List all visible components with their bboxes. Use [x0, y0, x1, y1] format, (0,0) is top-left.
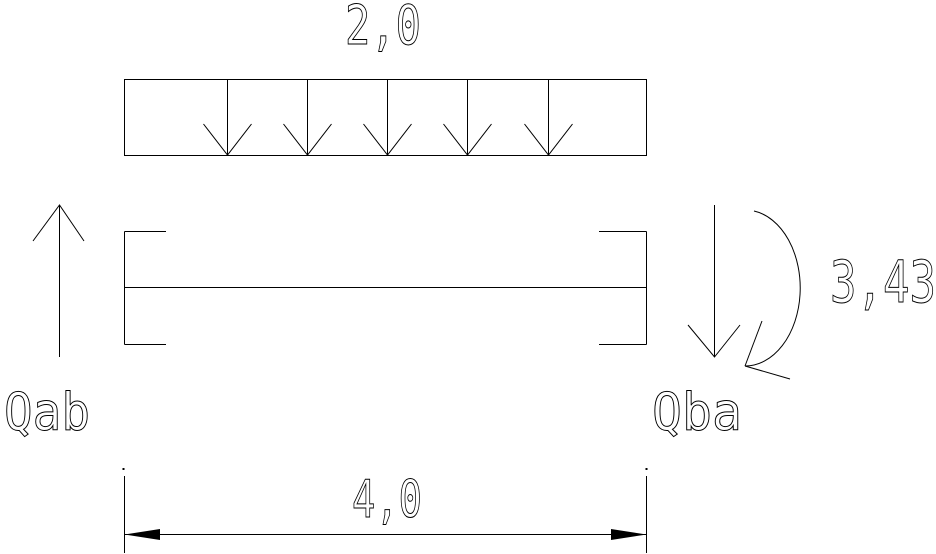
distributed-load — [124, 79, 647, 156]
right-shear-label: Qba — [652, 383, 742, 443]
load-down-arrow-icon — [283, 79, 332, 156]
moment-arc-arrow-icon — [744, 210, 801, 380]
dimension-arrowhead-left-icon — [124, 529, 160, 540]
reaction-up-arrow-icon — [32, 204, 85, 357]
span-dimension-label: 4,0 — [352, 470, 422, 530]
beam-left-end-bracket — [124, 231, 166, 345]
span-dimension — [122, 468, 648, 553]
dimension-definition-point-right — [645, 468, 648, 470]
force-down-arrow-icon — [687, 205, 741, 358]
beam-right-end-bracket — [599, 231, 647, 345]
moment-value-label: 3,43 — [830, 248, 936, 316]
load-down-arrow-icon — [443, 79, 492, 156]
dimension-arrowhead-right-icon — [611, 529, 647, 540]
load-down-arrow-icon — [524, 79, 573, 156]
dimension-definition-point-left — [122, 468, 125, 470]
beam — [124, 231, 647, 345]
load-down-arrow-icon — [363, 79, 412, 156]
left-shear-label: Qab — [4, 383, 90, 443]
distributed-load-value-label: 2,0 — [345, 0, 421, 57]
load-outline-rect — [124, 79, 647, 156]
load-down-arrow-icon — [203, 79, 252, 156]
